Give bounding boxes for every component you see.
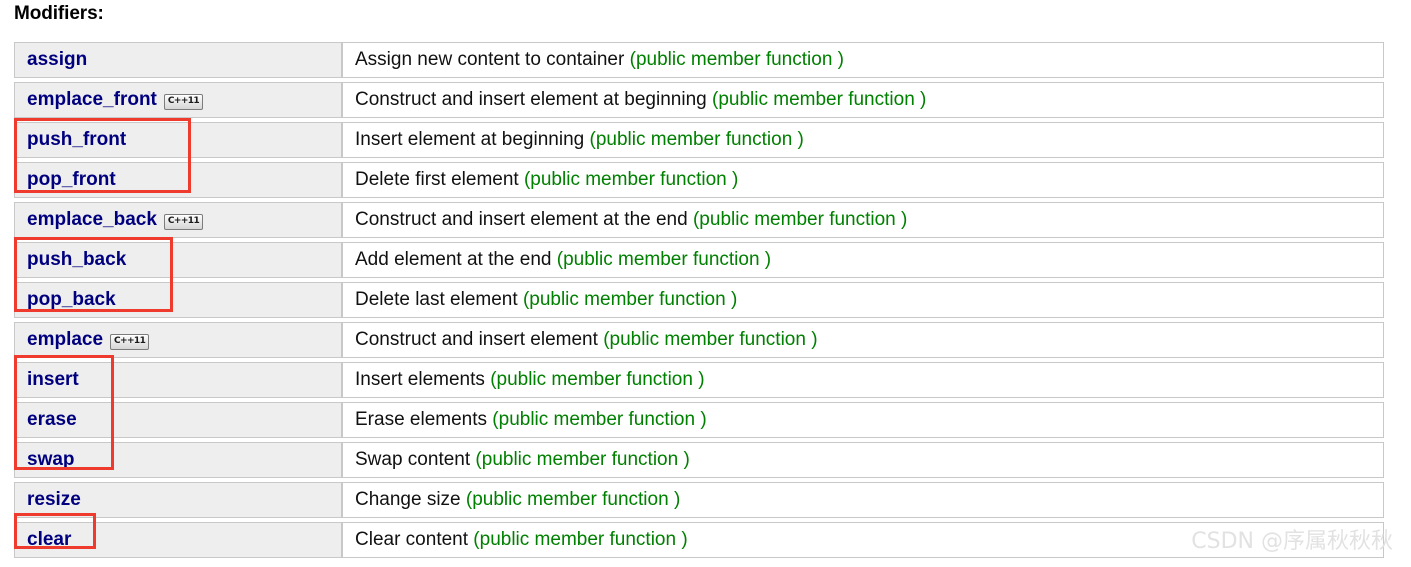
description-text: Clear content — [355, 529, 469, 550]
member-link-emplace_front[interactable]: emplace_front — [27, 89, 157, 110]
csdn-watermark: CSDN @序属秋秋秋 — [1191, 529, 1393, 554]
member-name-cell: erase — [14, 402, 342, 438]
member-link-push_back[interactable]: push_back — [27, 249, 127, 270]
member-description-cell: Construct and insert element at the end … — [342, 202, 1384, 238]
member-name-cell: resize — [14, 482, 342, 518]
table-row: clear Clear content (public member functi… — [14, 522, 1384, 558]
modifiers-table: assign Assign new content to container (p… — [14, 38, 1384, 562]
member-description-cell: Swap content (public member function ) — [342, 442, 1384, 478]
description-note: (public member function ) — [475, 449, 690, 470]
member-description-cell: Erase elements (public member function ) — [342, 402, 1384, 438]
table-row: pop_back Delete last element (public memb… — [14, 282, 1384, 318]
member-link-pop_back[interactable]: pop_back — [27, 289, 116, 310]
member-link-emplace_back[interactable]: emplace_back — [27, 209, 157, 230]
description-text: Insert elements — [355, 369, 485, 390]
member-name-cell: push_back — [14, 242, 342, 278]
description-text: Assign new content to container — [355, 49, 625, 70]
description-note: (public member function ) — [603, 329, 818, 350]
member-link-insert[interactable]: insert — [27, 369, 79, 390]
member-description-cell: Add element at the end (public member fu… — [342, 242, 1384, 278]
modifiers-table-body: assign Assign new content to container (p… — [14, 42, 1384, 558]
cpp11-badge-icon: C++11 — [163, 214, 204, 230]
description-text: Construct and insert element at the end — [355, 209, 688, 230]
member-link-emplace[interactable]: emplace — [27, 329, 104, 350]
member-link-push_front[interactable]: push_front — [27, 129, 127, 150]
member-link-resize[interactable]: resize — [27, 489, 81, 510]
description-text: Swap content — [355, 449, 471, 470]
description-text: Delete last element — [355, 289, 518, 310]
member-description-cell: Construct and insert element (public mem… — [342, 322, 1384, 358]
member-description-cell: Change size (public member function ) — [342, 482, 1384, 518]
member-description-cell: Delete last element (public member funct… — [342, 282, 1384, 318]
description-note: (public member function ) — [522, 289, 738, 310]
page-title: Modifiers: — [14, 3, 104, 24]
description-text: Construct and insert element at beginnin… — [355, 89, 707, 110]
cpp11-badge-icon: C++11 — [163, 94, 204, 110]
member-description-cell: Clear content (public member function ) — [342, 522, 1384, 558]
member-name-cell: assign — [14, 42, 342, 78]
member-description-cell: Insert elements (public member function … — [342, 362, 1384, 398]
description-note: (public member function ) — [589, 129, 804, 150]
description-text: Change size — [355, 489, 461, 510]
member-name-cell: push_front — [14, 122, 342, 158]
description-note: (public member function ) — [556, 249, 772, 270]
description-text: Insert element at beginning — [355, 129, 585, 150]
table-row: assign Assign new content to container (p… — [14, 42, 1384, 78]
table-row: emplace_front C++11 Construct and insert e… — [14, 82, 1384, 118]
description-text: Construct and insert element — [355, 329, 598, 350]
table-row: erase Erase elements (public member funct… — [14, 402, 1384, 438]
description-note: (public member function ) — [629, 49, 844, 70]
description-note: (public member function ) — [465, 489, 681, 510]
table-row: insert Insert elements (public member fun… — [14, 362, 1384, 398]
table-row: emplace_back C++11 Construct and insert el… — [14, 202, 1384, 238]
description-text: Delete first element — [355, 169, 519, 190]
member-name-cell: pop_front — [14, 162, 342, 198]
description-text: Erase elements — [355, 409, 488, 430]
member-name-cell: clear — [14, 522, 342, 558]
member-link-swap[interactable]: swap — [27, 449, 75, 470]
member-name-cell: pop_back — [14, 282, 342, 318]
table-row: emplace C++11 Construct and insert element… — [14, 322, 1384, 358]
description-note: (public member function ) — [473, 529, 688, 550]
member-description-cell: Delete first element (public member func… — [342, 162, 1384, 198]
member-name-cell: emplace C++11 — [14, 322, 342, 358]
member-link-assign[interactable]: assign — [27, 49, 88, 70]
member-name-cell: swap — [14, 442, 342, 478]
description-text: Add element at the end — [355, 249, 552, 270]
table-row: push_back Add element at the end (public … — [14, 242, 1384, 278]
member-name-cell: emplace_back C++11 — [14, 202, 342, 238]
member-link-clear[interactable]: clear — [27, 529, 72, 550]
description-note: (public member function ) — [492, 409, 707, 430]
description-note: (public member function ) — [490, 369, 705, 390]
table-row: pop_front Delete first element (public me… — [14, 162, 1384, 198]
member-description-cell: Insert element at beginning (public memb… — [342, 122, 1384, 158]
member-description-cell: Assign new content to container (public … — [342, 42, 1384, 78]
table-row: swap Swap content (public member function… — [14, 442, 1384, 478]
table-row: push_front Insert element at beginning (p… — [14, 122, 1384, 158]
member-name-cell: insert — [14, 362, 342, 398]
member-description-cell: Construct and insert element at beginnin… — [342, 82, 1384, 118]
description-note: (public member function ) — [523, 169, 739, 190]
description-note: (public member function ) — [692, 209, 908, 230]
member-link-erase[interactable]: erase — [27, 409, 77, 430]
table-row: resize Change size (public member functio… — [14, 482, 1384, 518]
cpp11-badge-icon: C++11 — [110, 334, 150, 350]
member-name-cell: emplace_front C++11 — [14, 82, 342, 118]
member-link-pop_front[interactable]: pop_front — [27, 169, 116, 190]
description-note: (public member function ) — [712, 89, 927, 110]
